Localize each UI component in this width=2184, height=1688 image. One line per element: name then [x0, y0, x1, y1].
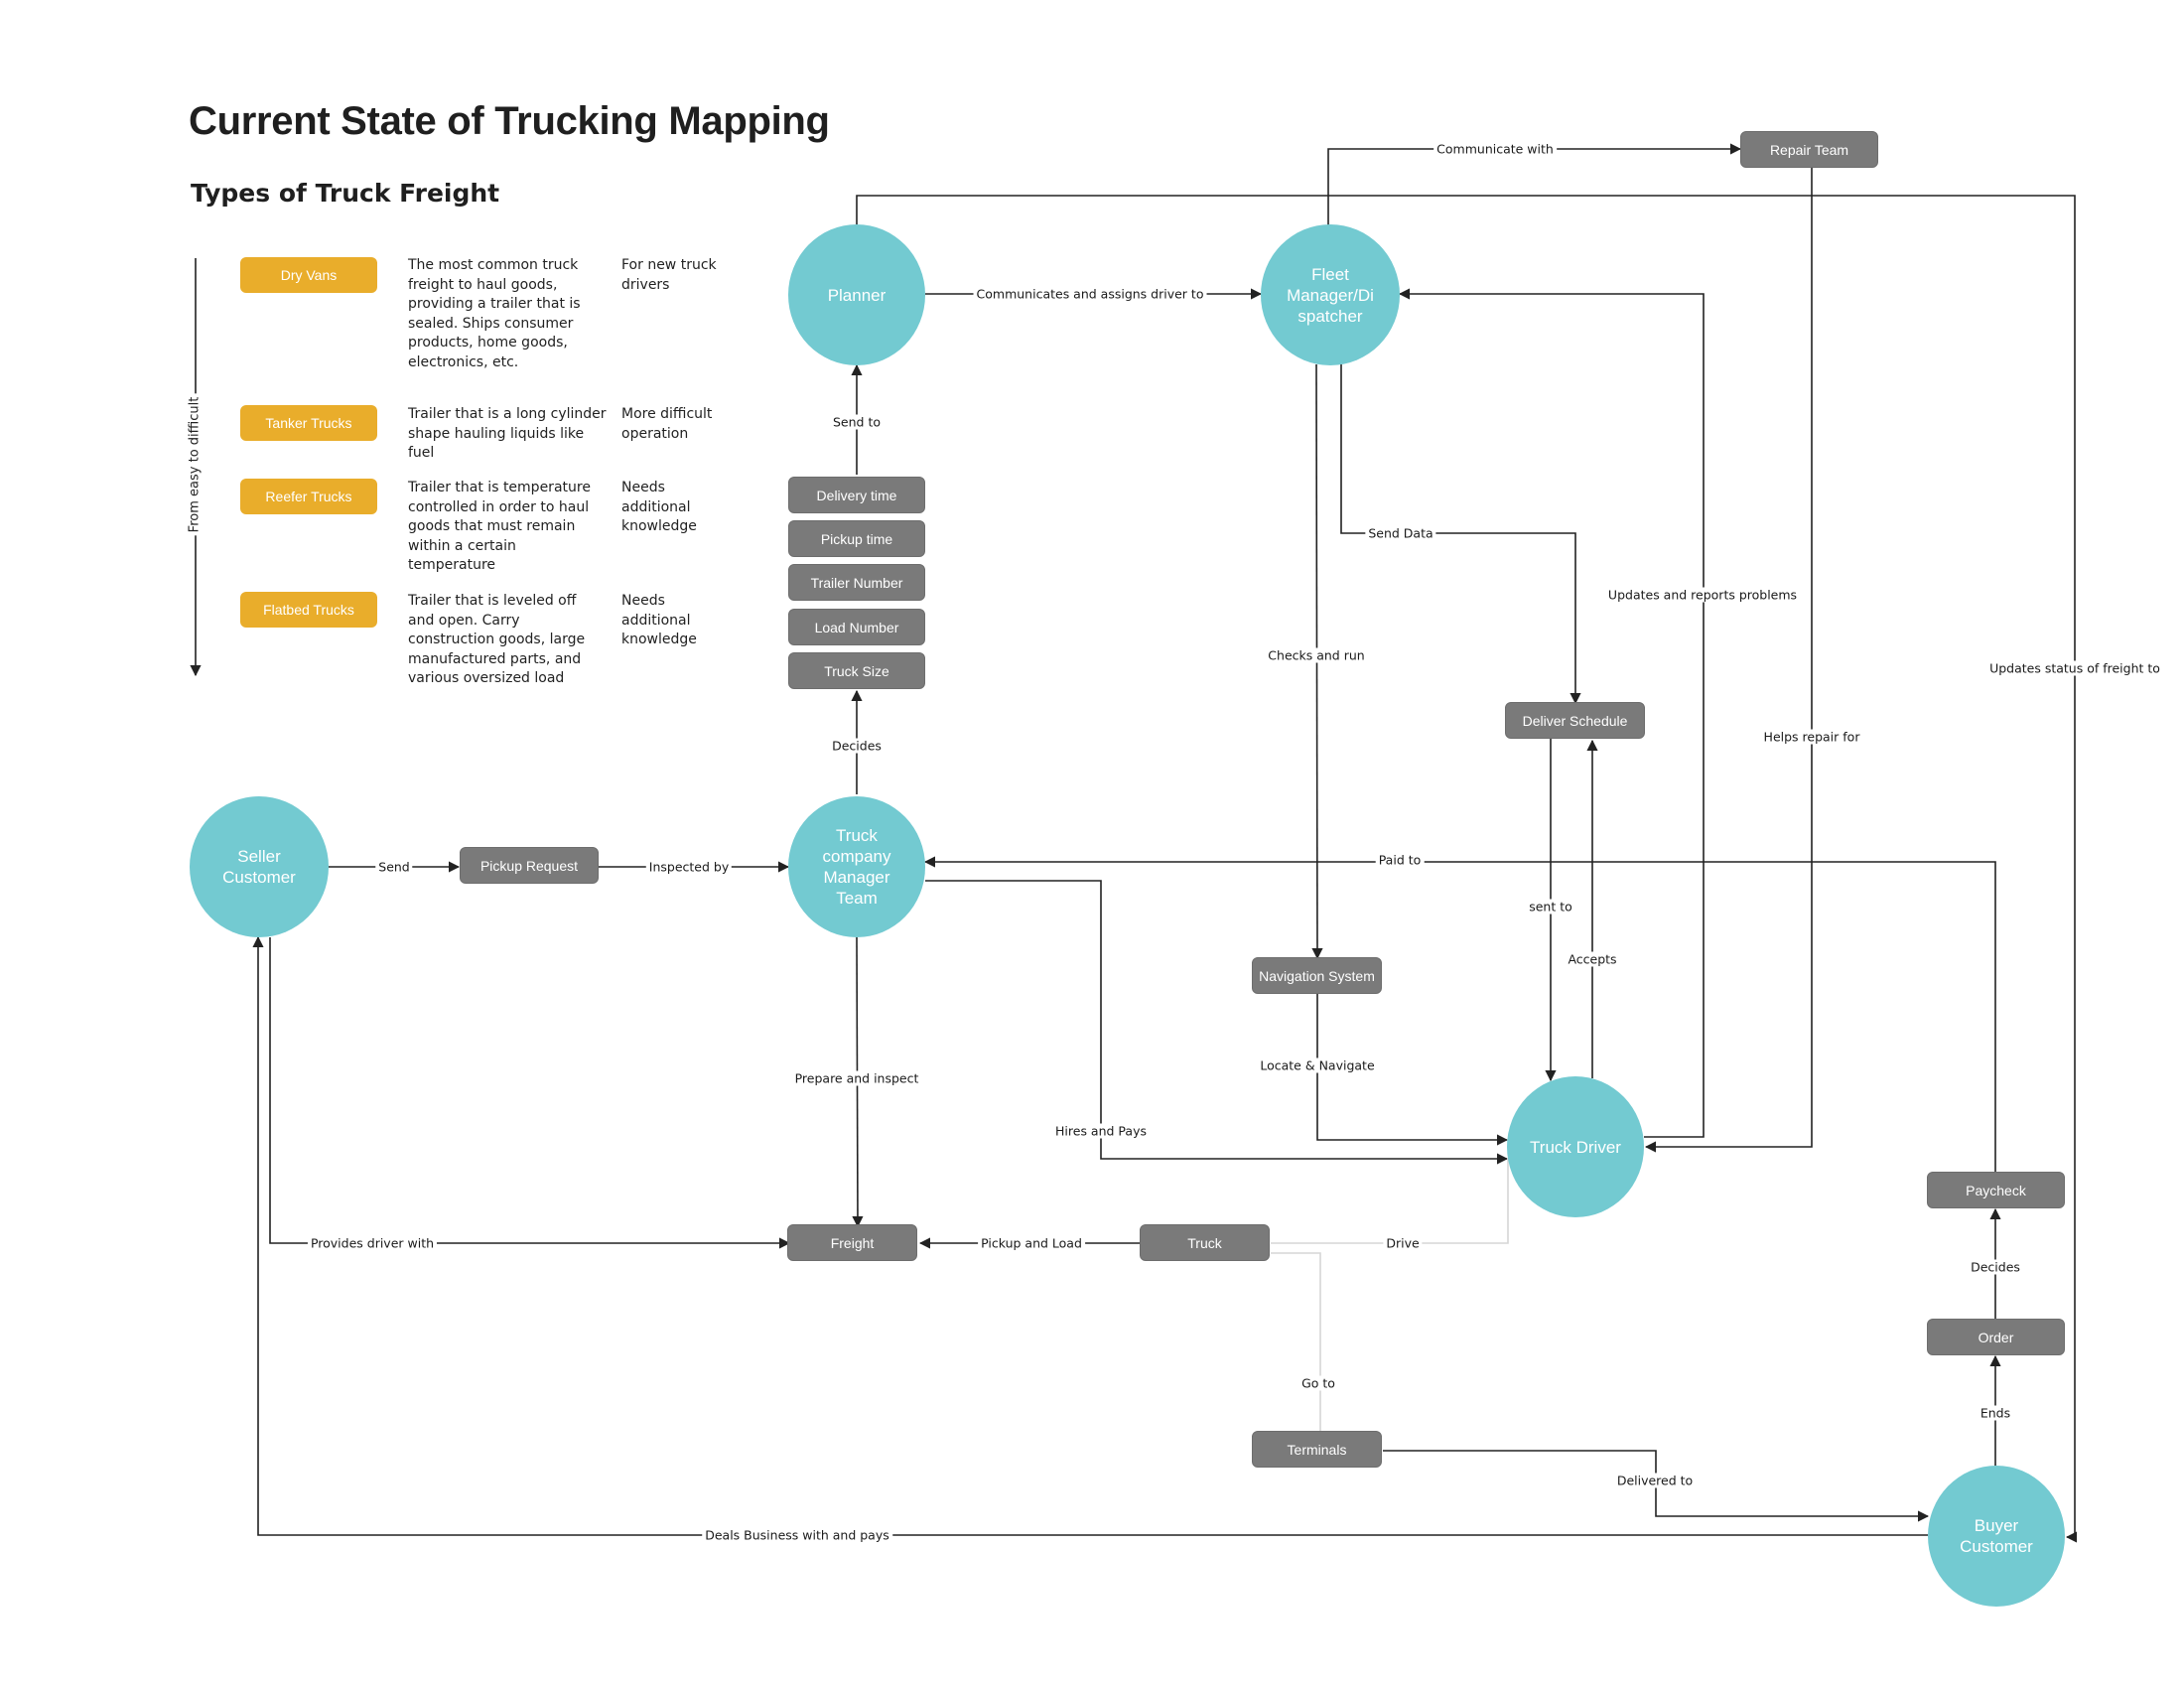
edge-updates-status	[856, 195, 2078, 1543]
edge-communicate-with	[1327, 143, 1742, 226]
actor-buyer-customer[interactable]: Buyer Customer	[1928, 1466, 2065, 1607]
edge-label: Delivered to	[1613, 1473, 1697, 1488]
edge-locate-navigate	[1316, 994, 1509, 1146]
freight-type-pill: Flatbed Trucks	[240, 592, 377, 628]
edge-go-to	[1271, 1252, 1321, 1432]
freight-type-description: Trailer that is temperature controlled i…	[408, 480, 591, 573]
actor-planner[interactable]: Planner	[788, 224, 925, 365]
edge-label: Decides	[1968, 1259, 2023, 1275]
edge-hires-pays	[925, 880, 1509, 1165]
edge-label: Helps repair for	[1760, 729, 1863, 745]
freight-type-note: Needs additional knowledge	[621, 480, 697, 534]
edge-label: Send Data	[1365, 525, 1436, 541]
legend-axis-label: From easy to difficult	[187, 393, 203, 536]
node-truck[interactable]: Truck	[1140, 1224, 1270, 1261]
edge-label: Drive	[1383, 1235, 1423, 1251]
freight-type-note: For new truck drivers	[621, 257, 717, 293]
node-terminals[interactable]: Terminals	[1252, 1431, 1382, 1468]
edge-deals-business	[252, 935, 1928, 1536]
freight-type-pill: Reefer Trucks	[240, 479, 377, 514]
edge-label: Ends	[1977, 1405, 2014, 1421]
actor-truck-driver[interactable]: Truck Driver	[1507, 1076, 1644, 1217]
edge-helps-repair	[1644, 168, 1813, 1153]
node-order[interactable]: Order	[1927, 1319, 2065, 1355]
node-paycheck[interactable]: Paycheck	[1927, 1172, 2065, 1208]
edge-label: Go to	[1298, 1375, 1338, 1391]
edge-label: Communicates and assigns driver to	[973, 286, 1207, 302]
node-trailer-number[interactable]: Trailer Number	[788, 564, 925, 601]
edge-updates-reports	[1398, 288, 1705, 1138]
edge-paid-to	[923, 856, 1996, 1172]
edge-label: Deals Business with and pays	[702, 1527, 892, 1543]
edge-label: Locate & Navigate	[1257, 1057, 1378, 1073]
edge-label: Checks and run	[1265, 647, 1368, 663]
edge-provides-driver	[269, 937, 791, 1249]
node-repair-team[interactable]: Repair Team	[1740, 131, 1878, 168]
actor-fleet-manager[interactable]: Fleet Manager/Di spatcher	[1261, 224, 1400, 365]
actor-seller-customer[interactable]: Seller Customer	[190, 796, 329, 937]
freight-type-pill: Dry Vans	[240, 257, 377, 293]
edge-label: Updates and reports problems	[1604, 587, 1801, 603]
edge-send-data	[1340, 364, 1581, 705]
edge-label: Inspected by	[645, 859, 733, 875]
node-deliver-schedule[interactable]: Deliver Schedule	[1505, 702, 1645, 739]
section-title: Types of Truck Freight	[191, 179, 500, 208]
edge-label: Pickup and Load	[978, 1235, 1085, 1251]
node-freight[interactable]: Freight	[787, 1224, 917, 1261]
edge-label: Send	[375, 859, 413, 875]
edge-label: Updates status of freight to	[1986, 660, 2163, 676]
edge-label: Prepare and inspect	[791, 1070, 922, 1086]
edge-label: sent to	[1526, 899, 1575, 914]
edge-label: Provides driver with	[307, 1235, 438, 1251]
node-pickup-time[interactable]: Pickup time	[788, 520, 925, 557]
node-load-number[interactable]: Load Number	[788, 609, 925, 645]
edge-drive	[1271, 1158, 1509, 1244]
edge-label: Hires and Pays	[1052, 1123, 1150, 1139]
freight-type-description: Trailer that is leveled off and open. Ca…	[408, 593, 586, 686]
freight-type-description: The most common truck freight to haul go…	[408, 257, 581, 370]
actor-manager-team[interactable]: Truck company Manager Team	[788, 796, 925, 937]
page-title: Current State of Trucking Mapping	[189, 99, 830, 143]
edge-label: Send to	[829, 414, 885, 430]
freight-type-description: Trailer that is a long cylinder shape ha…	[408, 406, 607, 461]
node-pickup-request[interactable]: Pickup Request	[460, 847, 599, 884]
edge-label: Communicate with	[1433, 141, 1557, 157]
edge-label: Accepts	[1565, 951, 1620, 967]
node-navigation-system[interactable]: Navigation System	[1252, 957, 1382, 994]
node-truck-size[interactable]: Truck Size	[788, 652, 925, 689]
node-delivery-time[interactable]: Delivery time	[788, 477, 925, 513]
edge-label: Paid to	[1375, 852, 1425, 868]
freight-type-pill: Tanker Trucks	[240, 405, 377, 441]
edge-label: Decides	[829, 738, 885, 754]
freight-type-note: Needs additional knowledge	[621, 593, 697, 647]
freight-type-note: More difficult operation	[621, 406, 713, 442]
